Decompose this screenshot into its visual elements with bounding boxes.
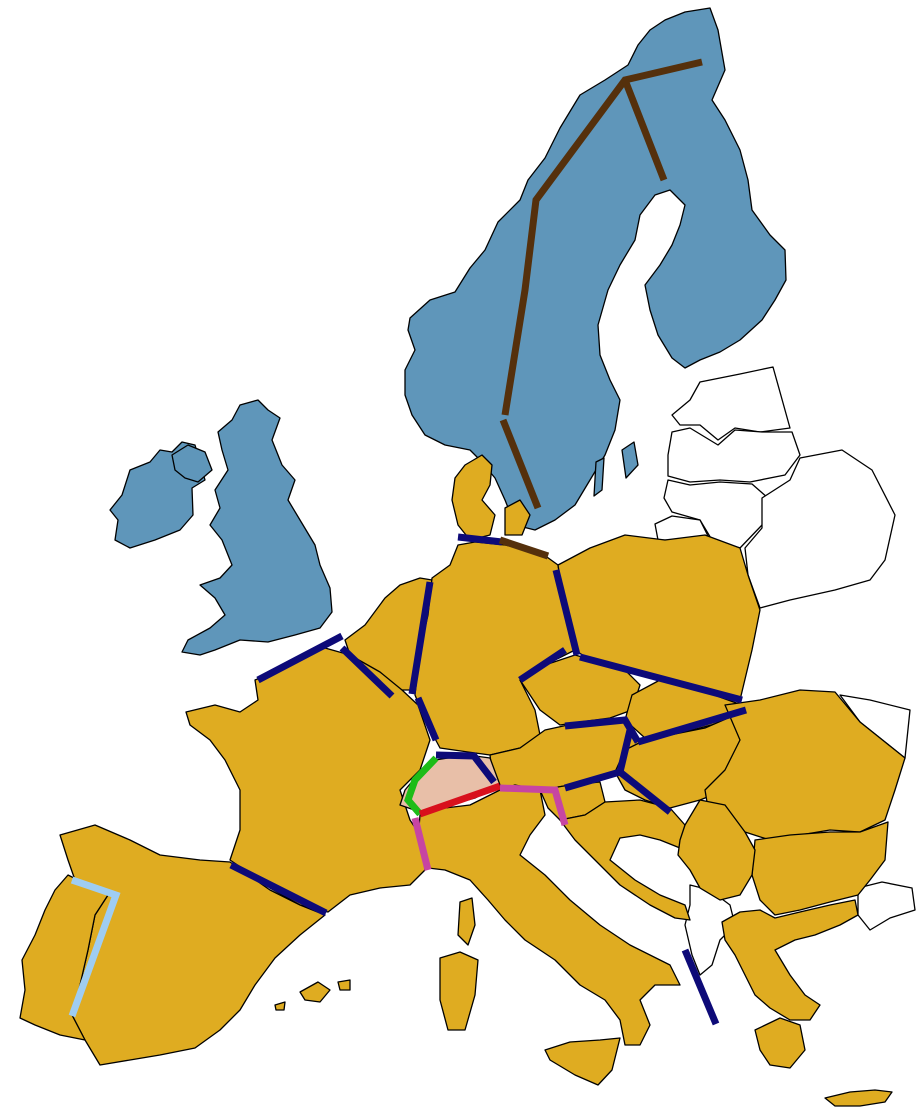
country-italy — [417, 784, 681, 1046]
gold-region — [19, 454, 906, 1107]
country-croatia — [559, 799, 691, 921]
border-line-green-switzerland-france — [404, 755, 439, 817]
border-line-navy-poland-slovakia — [579, 653, 743, 704]
border-line-navy-pyrenees — [229, 861, 328, 917]
island-oland — [593, 457, 605, 497]
blue-region — [109, 7, 787, 656]
border-line-navy-slovakia-hungary — [637, 706, 747, 746]
country-northern-ireland — [171, 444, 213, 483]
country-romania — [704, 689, 906, 841]
border-line-brown-sweden-finland — [621, 78, 668, 182]
border-line-navy-adriatic — [681, 948, 720, 1026]
border-line-navy-germany-poland — [552, 569, 581, 656]
border-lines — [68, 58, 747, 1026]
island-sardinia — [439, 951, 479, 1031]
border-line-brown-oresund — [499, 418, 542, 510]
country-greece — [721, 899, 859, 1021]
border-line-navy-denmark — [457, 533, 503, 546]
island-zealand — [504, 499, 531, 536]
border-line-brown-norway-sweden — [501, 58, 703, 416]
island-balearic-small — [274, 979, 351, 1011]
island-sicily — [544, 1037, 621, 1086]
island-balearic — [299, 981, 331, 1003]
island-corsica — [457, 897, 476, 946]
country-serbia-region — [677, 799, 756, 901]
border-line-magenta-france-italy — [411, 817, 432, 871]
country-germany — [414, 541, 576, 756]
border-line-brown-baltic — [498, 536, 550, 560]
border-line-navy-benelux-france — [339, 645, 395, 699]
border-line-magenta-italy-austria — [499, 784, 569, 826]
country-belarus — [744, 449, 896, 609]
border-line-red-switzerland-italy — [418, 782, 502, 818]
border-line-navy-france-germany — [414, 696, 440, 742]
border-line-lightblue-spain-portugal — [68, 876, 121, 1018]
border-line-navy-hungary-croatia — [617, 769, 673, 815]
country-estonia — [671, 366, 791, 441]
border-line-navy-channel — [256, 632, 344, 684]
country-great-britain — [181, 399, 333, 656]
country-portugal — [19, 874, 109, 1041]
country-bulgaria — [751, 821, 889, 916]
island-peloponnese — [754, 1017, 806, 1069]
border-line-navy-benelux-germany — [408, 581, 434, 695]
country-lithuania — [663, 479, 769, 549]
country-latvia — [667, 427, 801, 483]
border-line-navy-germany-czechia — [518, 647, 567, 683]
country-turkey-edge — [857, 881, 916, 931]
island-gotland — [621, 441, 639, 479]
border-line-navy-czechia-austria — [564, 716, 642, 744]
island-crete — [824, 1089, 893, 1107]
white-region — [654, 366, 916, 976]
border-line-navy-germany-switzerland — [435, 751, 497, 785]
country-denmark — [451, 454, 496, 541]
